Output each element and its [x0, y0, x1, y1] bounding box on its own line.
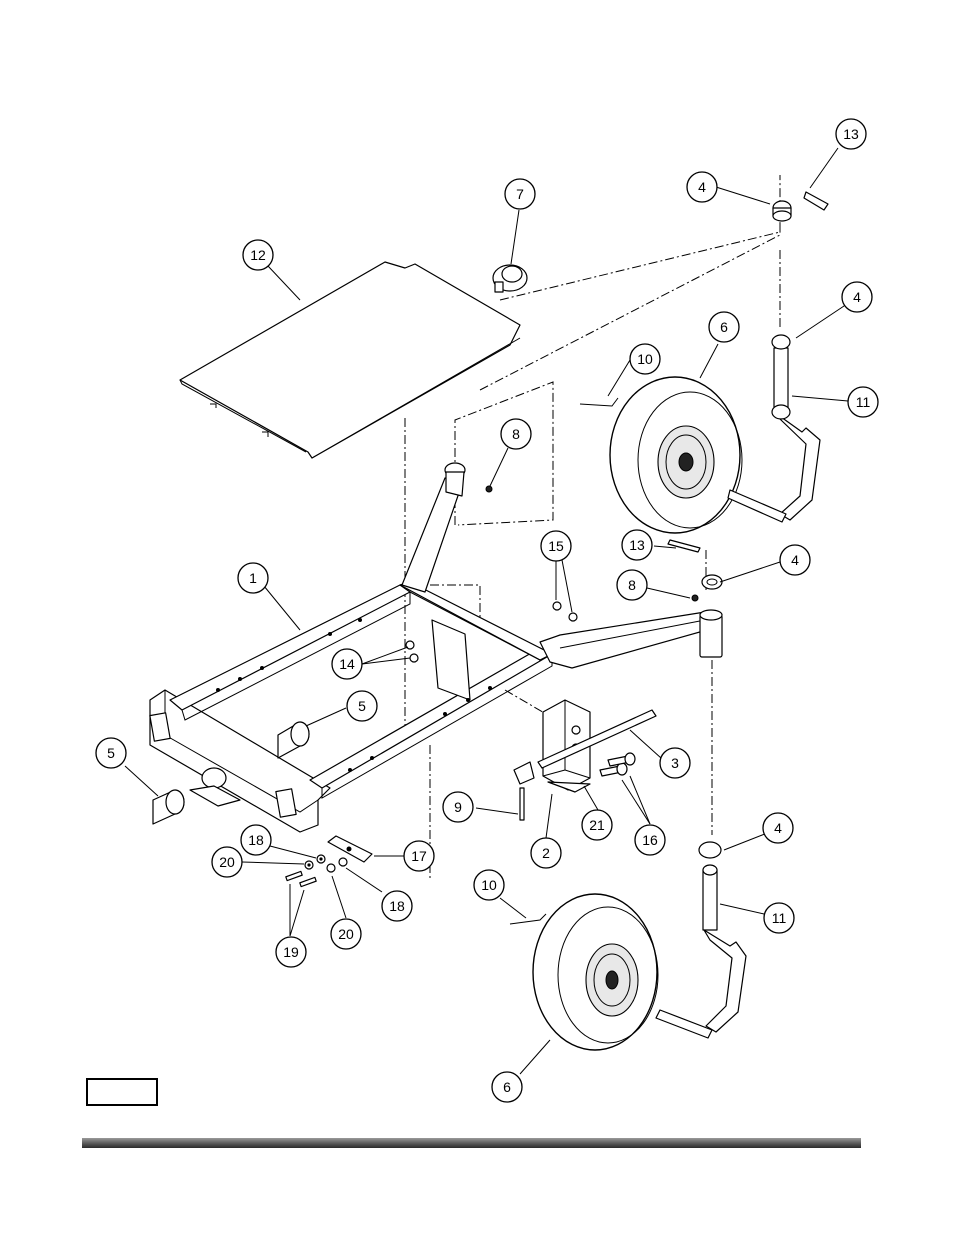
- callout-11: 11: [763, 902, 795, 934]
- svg-text:10: 10: [637, 351, 653, 367]
- hitch-bracket: [542, 699, 591, 793]
- callout-21: 21: [581, 809, 613, 841]
- callout-5: 5: [95, 737, 127, 769]
- svg-text:15: 15: [548, 538, 564, 554]
- svg-text:14: 14: [339, 656, 355, 672]
- callout-20: 20: [330, 918, 362, 950]
- callout-4: 4: [762, 812, 794, 844]
- svg-text:7: 7: [516, 186, 524, 202]
- svg-text:1: 1: [249, 570, 257, 586]
- deck-plate: [179, 261, 521, 459]
- callout-9: 9: [442, 791, 474, 823]
- svg-text:11: 11: [772, 910, 787, 926]
- callout-15: 15: [540, 530, 572, 562]
- svg-text:11: 11: [856, 394, 871, 410]
- svg-text:8: 8: [512, 426, 520, 442]
- callout-20: 20: [211, 846, 243, 878]
- callout-14: 14: [331, 648, 363, 680]
- footer-rule: [82, 1138, 861, 1148]
- svg-text:4: 4: [791, 552, 799, 568]
- svg-text:13: 13: [629, 537, 645, 553]
- callout-4: 4: [686, 171, 718, 203]
- callout-4: 4: [779, 544, 811, 576]
- svg-text:17: 17: [411, 848, 427, 864]
- callout-13: 13: [621, 529, 653, 561]
- callout-8: 8: [616, 569, 648, 601]
- svg-text:3: 3: [671, 755, 679, 771]
- callout-4: 4: [841, 281, 873, 313]
- svg-text:19: 19: [283, 944, 299, 960]
- bushing-inner: [277, 721, 310, 759]
- bushing-outer: [152, 789, 185, 825]
- callout-2: 2: [530, 837, 562, 869]
- upper-caster-fork: [727, 334, 821, 523]
- svg-text:10: 10: [481, 877, 497, 893]
- callout-1: 1: [237, 562, 269, 594]
- hitch-pin: [537, 709, 657, 769]
- svg-text:4: 4: [853, 289, 861, 305]
- callout-13: 13: [835, 118, 867, 150]
- callout-19: 19: [275, 936, 307, 968]
- svg-text:4: 4: [698, 179, 706, 195]
- callout-17: 17: [403, 840, 435, 872]
- clip-pin: [513, 761, 535, 821]
- cotter-pins: [509, 191, 829, 925]
- callout-7: 7: [504, 178, 536, 210]
- svg-text:6: 6: [503, 1079, 511, 1095]
- svg-text:8: 8: [628, 577, 636, 593]
- small-hardware: [405, 485, 699, 663]
- upper-bushings: [701, 200, 792, 590]
- svg-text:12: 12: [250, 247, 266, 263]
- svg-text:18: 18: [389, 898, 405, 914]
- callout-3: 3: [659, 747, 691, 779]
- callout-6: 6: [708, 311, 740, 343]
- figure-label-box: [86, 1078, 158, 1106]
- knob: [492, 264, 528, 293]
- callout-10: 10: [629, 343, 661, 375]
- svg-text:5: 5: [358, 698, 366, 714]
- upper-wheel: [609, 376, 743, 534]
- leader-lines: [124, 147, 849, 1075]
- callout-10: 10: [473, 869, 505, 901]
- mount-plate-hardware: [285, 835, 373, 888]
- callout-12: 12: [242, 239, 274, 271]
- callout-16: 16: [634, 824, 666, 856]
- svg-text:21: 21: [589, 817, 605, 833]
- lower-wheel: [532, 893, 659, 1051]
- svg-text:5: 5: [107, 745, 115, 761]
- svg-text:9: 9: [454, 799, 462, 815]
- center-lines: [404, 175, 781, 880]
- lower-caster-fork: [655, 841, 747, 1039]
- callout-18: 18: [240, 824, 272, 856]
- svg-text:6: 6: [720, 319, 728, 335]
- callout-6: 6: [491, 1071, 523, 1103]
- main-frame: [149, 462, 723, 833]
- callout-8: 8: [500, 418, 532, 450]
- svg-text:2: 2: [542, 845, 550, 861]
- svg-text:20: 20: [338, 926, 354, 942]
- svg-text:13: 13: [843, 126, 859, 142]
- svg-text:18: 18: [248, 832, 264, 848]
- callout-18: 18: [381, 890, 413, 922]
- svg-text:4: 4: [774, 820, 782, 836]
- svg-text:20: 20: [219, 854, 235, 870]
- callout-5: 5: [346, 690, 378, 722]
- callout-11: 11: [847, 386, 879, 418]
- bolts: [599, 752, 636, 777]
- svg-text:16: 16: [642, 832, 658, 848]
